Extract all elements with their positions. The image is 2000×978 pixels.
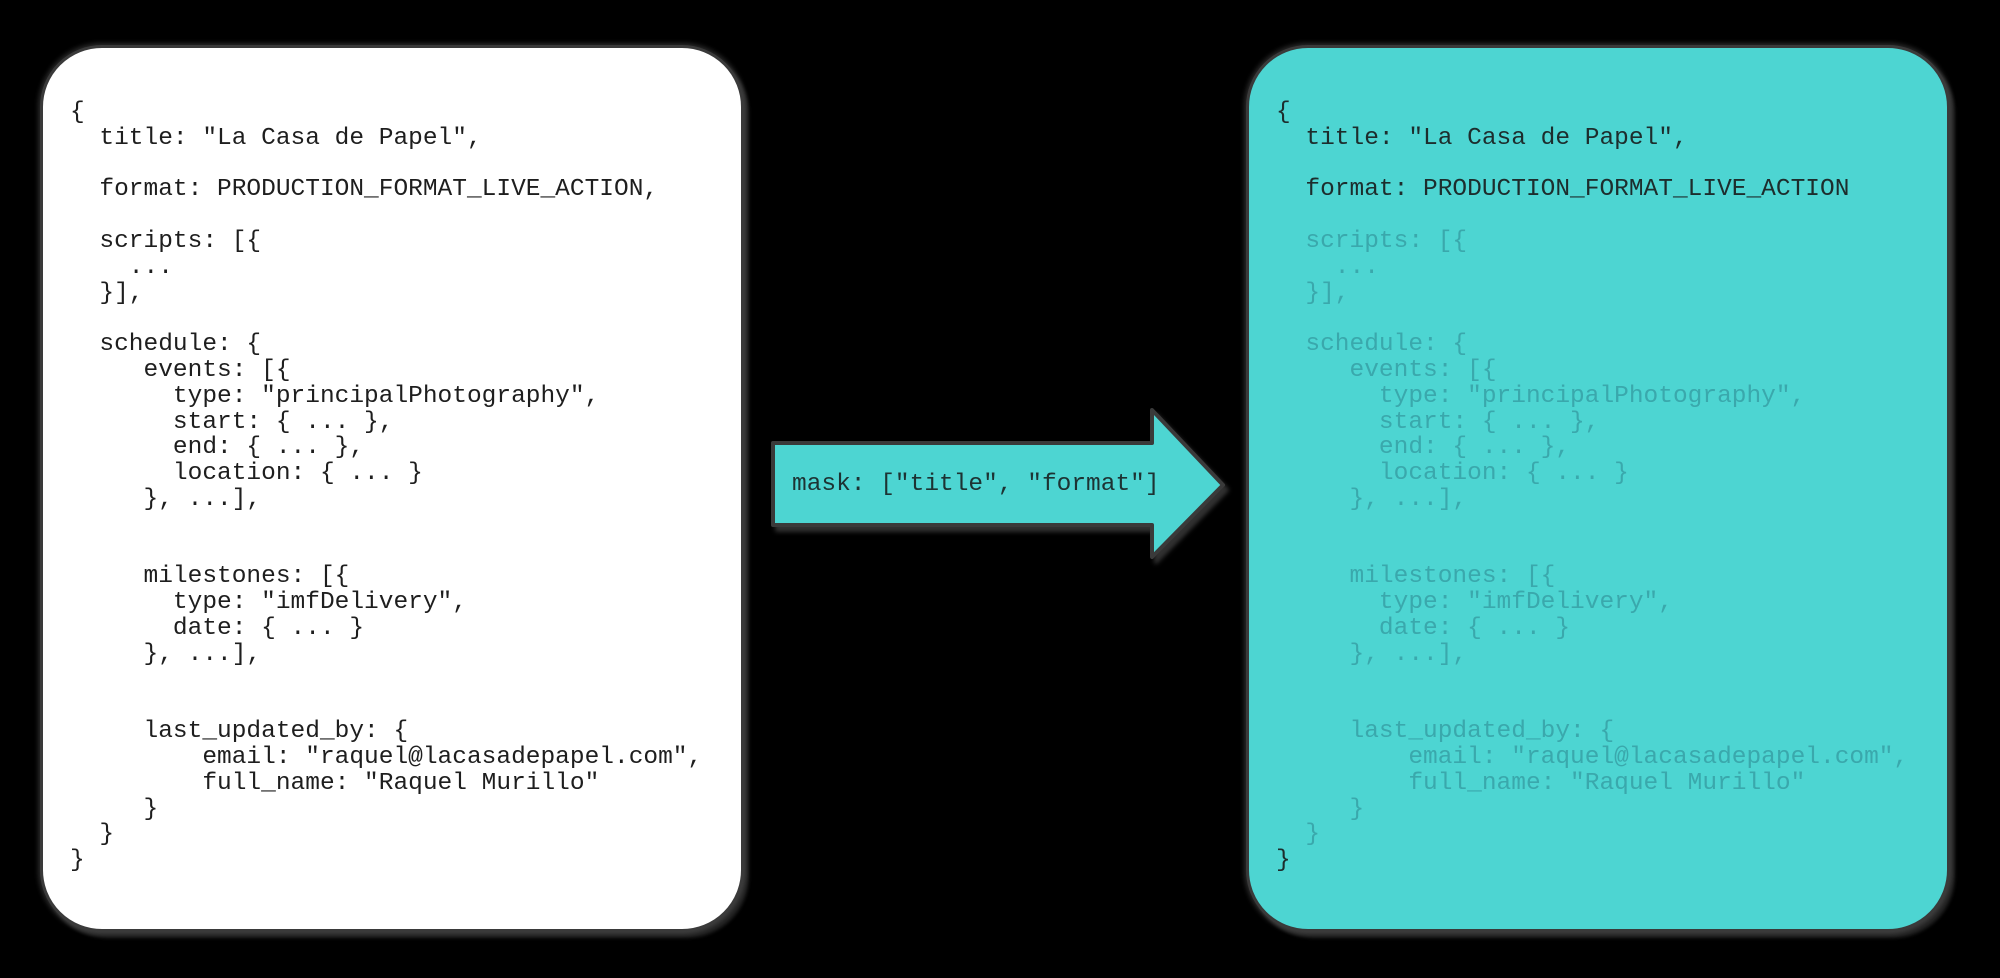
code-line: start: { ... }, — [70, 408, 394, 436]
code-line: type: "imfDelivery", — [1276, 589, 1673, 617]
code-line: format: PRODUCTION_FORMAT_LIVE_ACTION, — [70, 176, 659, 204]
code-line: email: "raquel@lacasadepapel.com", — [70, 743, 703, 771]
code-line — [70, 513, 733, 539]
code-line: milestones: [{ — [1276, 563, 1556, 591]
source-json-panel: { title: "La Casa de Papel", format: PRO… — [40, 45, 744, 932]
code-line — [70, 306, 733, 332]
code-line: start: { ... }, — [1276, 408, 1600, 436]
code-line: }], — [70, 279, 144, 307]
code-line: date: { ... } — [70, 614, 365, 642]
code-line: location: { ... } — [1276, 460, 1629, 488]
code-line: end: { ... }, — [1276, 434, 1571, 462]
code-line: email: "raquel@lacasadepapel.com", — [1276, 743, 1909, 771]
code-line — [1276, 513, 1939, 539]
code-line — [70, 668, 733, 694]
mask-arrow: mask: ["title", "format"] — [770, 408, 1228, 562]
code-line: } — [1276, 795, 1365, 823]
code-line — [1276, 203, 1939, 229]
code-line: title: "La Casa de Papel", — [70, 124, 482, 152]
code-line — [1276, 693, 1939, 719]
code-line: type: "principalPhotography", — [1276, 382, 1806, 410]
code-line: location: { ... } — [70, 460, 423, 488]
code-line: { — [1276, 99, 1291, 126]
code-line: full_name: "Raquel Murillo" — [1276, 769, 1806, 797]
code-line: }], — [1276, 279, 1350, 307]
code-line: } — [1276, 847, 1291, 875]
masked-code: { title: "La Casa de Papel", format: PRO… — [1249, 48, 1947, 874]
code-line — [70, 203, 733, 229]
code-line — [1276, 668, 1939, 694]
code-line: } — [70, 847, 85, 875]
source-code: { title: "La Casa de Papel", format: PRO… — [43, 48, 741, 874]
code-line: } — [70, 795, 159, 823]
code-line — [70, 693, 733, 719]
code-line: }, ...], — [70, 485, 262, 513]
code-line: }, ...], — [1276, 485, 1468, 513]
code-line: last_updated_by: { — [70, 718, 409, 746]
code-line: type: "principalPhotography", — [70, 382, 600, 410]
masked-json-panel: { title: "La Casa de Papel", format: PRO… — [1246, 45, 1950, 932]
code-line: events: [{ — [1276, 356, 1497, 384]
code-line: }, ...], — [1276, 640, 1468, 668]
code-line: ... — [1276, 253, 1379, 281]
code-line: } — [70, 821, 115, 849]
code-line: scripts: [{ — [1276, 227, 1468, 255]
code-line: ... — [70, 253, 173, 281]
code-line — [1276, 152, 1939, 178]
code-line — [70, 152, 733, 178]
code-line: events: [{ — [70, 356, 291, 384]
code-line: }, ...], — [70, 640, 262, 668]
code-line: schedule: { — [70, 331, 262, 359]
code-line: } — [1276, 821, 1321, 849]
code-line: full_name: "Raquel Murillo" — [70, 769, 600, 797]
code-line — [1276, 306, 1939, 332]
code-line: date: { ... } — [1276, 614, 1571, 642]
code-line: { — [70, 99, 85, 126]
arrow-shape-icon — [771, 408, 1225, 559]
code-line: title: "La Casa de Papel", — [1276, 124, 1688, 152]
code-line: end: { ... }, — [70, 434, 365, 462]
code-line — [70, 539, 733, 565]
code-line: format: PRODUCTION_FORMAT_LIVE_ACTION — [1276, 176, 1850, 204]
code-line: schedule: { — [1276, 331, 1468, 359]
code-line: milestones: [{ — [70, 563, 350, 591]
code-line: last_updated_by: { — [1276, 718, 1615, 746]
code-line: scripts: [{ — [70, 227, 262, 255]
code-line — [1276, 539, 1939, 565]
code-line: type: "imfDelivery", — [70, 589, 467, 617]
mask-arrow-label: mask: ["title", "format"] — [792, 470, 1160, 498]
